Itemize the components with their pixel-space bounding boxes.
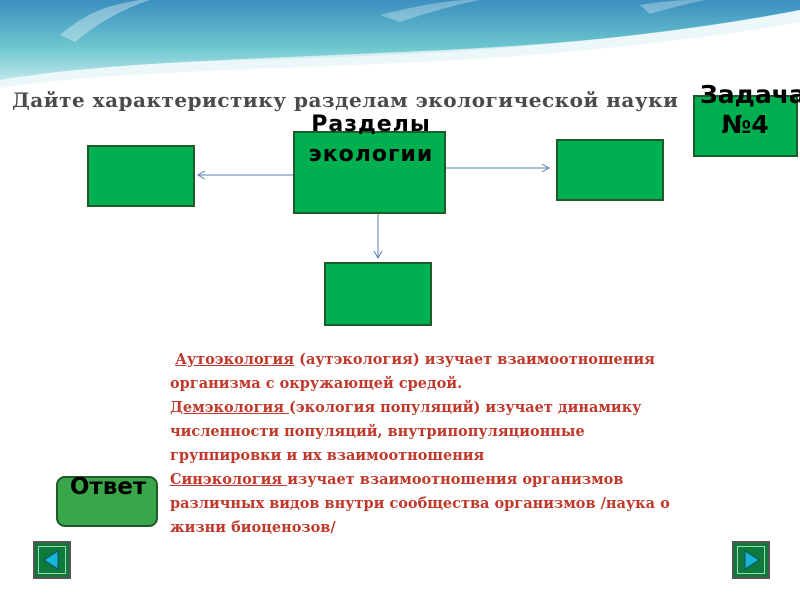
term-autecology: Аутоэкология [175, 351, 295, 368]
answer-text: Аутоэкология (аутэкология) изучает взаим… [170, 348, 750, 540]
arrow-left-head [196, 170, 206, 180]
answer-button[interactable] [56, 476, 158, 527]
answer-line-7: различных видов внутри сообщества органи… [170, 495, 670, 512]
slide-title: Дайте характеристику разделам экологичес… [12, 88, 679, 112]
prev-slide-button[interactable] [33, 541, 71, 579]
task-number-label: Задача №4 [700, 80, 800, 139]
task-number-box [693, 95, 798, 157]
forward-arrow-icon [737, 546, 765, 574]
back-arrow-icon [38, 546, 66, 574]
header-wave-banner [0, 0, 800, 88]
answer-line-1: (аутэкология) изучает взаимоотношения [294, 351, 655, 368]
left-empty-box[interactable] [87, 145, 195, 207]
arrow-down-head [373, 250, 383, 260]
right-empty-box[interactable] [556, 139, 664, 201]
answer-line-6: изучает взаимоотношения организмов [287, 471, 624, 488]
center-box-label: Разделы экологии [308, 112, 434, 167]
answer-line-5: группировки и их взаимоотношения [170, 447, 485, 464]
term-demecology: Демэкология [170, 399, 289, 416]
answer-line-3: (экология популяций) изучает динамику [288, 399, 642, 416]
answer-line-2: организма с окружающей средой. [170, 375, 463, 392]
bottom-empty-box[interactable] [324, 262, 432, 326]
arrow-right-head [541, 163, 551, 173]
answer-line-8: жизни биоценозов/ [170, 519, 336, 536]
center-box [293, 131, 446, 214]
answer-line-4: численности популяций, внутрипопуляционн… [170, 423, 585, 440]
term-synecology: Синэкология [170, 471, 288, 488]
answer-button-label[interactable]: Ответ [69, 474, 147, 500]
next-slide-button[interactable] [732, 541, 770, 579]
